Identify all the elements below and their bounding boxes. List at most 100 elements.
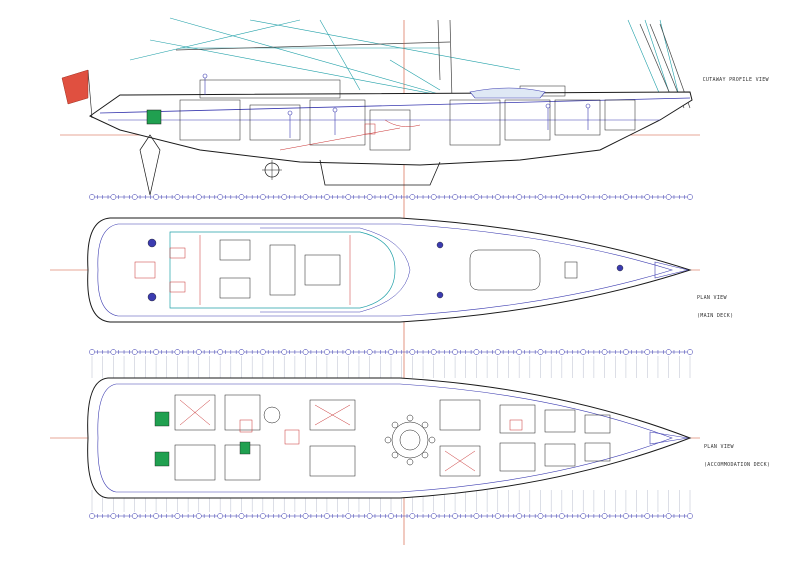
accommodation-deck-plan [50,377,700,499]
profile-keel [319,159,441,186]
station-marker [131,194,138,200]
station-marker [302,349,309,355]
station-marker [430,513,437,519]
main-deck-plan [50,217,700,323]
station-marker [494,349,501,355]
accom-deck-hull [87,377,692,499]
station-marker [687,349,693,355]
station-marker [153,349,159,355]
station-marker [623,513,629,519]
station-marker [174,513,181,519]
station-marker [665,349,672,355]
main-deck-label-line2: (MAIN DECK) [697,313,734,319]
station-marker [238,194,245,200]
station-marker [644,194,651,200]
station-marker [195,513,202,519]
accom-details [179,399,523,472]
station-marker [217,513,223,519]
station-marker [281,194,288,200]
dining-table [384,414,436,466]
station-marker [537,513,544,519]
station-marker [601,194,608,200]
profile-details [279,119,421,151]
station-marker [665,513,672,519]
station-marker [345,349,352,355]
station-marker [559,349,565,355]
station-marker [430,349,437,355]
station-marker [516,194,522,200]
station-marker [174,194,181,200]
profile-tender [469,87,546,99]
station-marker [260,513,266,519]
cutaway-profile-view-label: CUTAWAY PROFILE VIEW [696,71,769,83]
station-marker [580,194,587,200]
station-marker [452,513,458,519]
station-marker [473,349,480,355]
accom-bow-fitting [649,431,689,445]
station-marker [217,194,223,200]
station-marker [409,194,416,200]
accom-highlights [154,411,251,467]
station-marker [580,513,587,519]
station-marker [559,513,565,519]
station-marker [89,349,95,355]
station-marker [623,349,629,355]
station-marker [601,513,608,519]
station-marker [516,349,522,355]
accom-deck-label-line2: (ACCOMMODATION DECK) [704,462,771,468]
station-marker [366,194,373,200]
station-marker [174,349,181,355]
station-marker [516,513,522,519]
station-marker [644,349,651,355]
station-marker [366,349,373,355]
station-marker [623,194,629,200]
station-marker [302,513,309,519]
station-marker [537,194,544,200]
profile-label-text: CUTAWAY PROFILE VIEW [702,77,769,83]
station-marker [409,349,416,355]
station-marker [430,194,437,200]
station-marker [260,349,266,355]
profile-rudder [139,134,161,196]
station-marker [452,194,458,200]
spiral-stair [263,406,281,424]
station-marker [559,194,565,200]
station-marker [195,349,202,355]
main-deck-details [134,235,351,305]
station-marker [110,513,117,519]
station-marker [281,513,288,519]
main-deck-furniture [219,239,578,299]
station-marker [238,349,245,355]
station-marker [217,349,223,355]
station-marker [89,513,95,519]
station-marker [601,349,608,355]
station-marker [110,349,117,355]
station-marker [537,349,544,355]
station-marker [409,513,416,519]
station-marker [153,194,159,200]
winches [147,238,624,302]
station-marker [494,194,501,200]
station-marker [324,349,330,355]
profile-interior [179,79,636,151]
station-marker [324,513,330,519]
frame-ruler-2 [89,349,693,378]
station-marker [260,194,266,200]
accommodation-deck-plan-label: PLAN VIEW (ACCOMMODATION DECK) [704,432,770,474]
main-deck-label-line1: PLAN VIEW [697,295,727,301]
station-marker [131,513,138,519]
station-marker [281,349,288,355]
main-deck-bow-fitting [654,261,689,279]
station-marker [131,349,138,355]
flag-icon [61,69,93,119]
station-marker [452,349,458,355]
station-marker [195,194,202,200]
station-marker [665,194,672,200]
station-marker [89,194,95,200]
station-marker [345,513,352,519]
station-marker [238,513,245,519]
station-marker [580,349,587,355]
station-marker [473,513,480,519]
station-marker [473,194,480,200]
